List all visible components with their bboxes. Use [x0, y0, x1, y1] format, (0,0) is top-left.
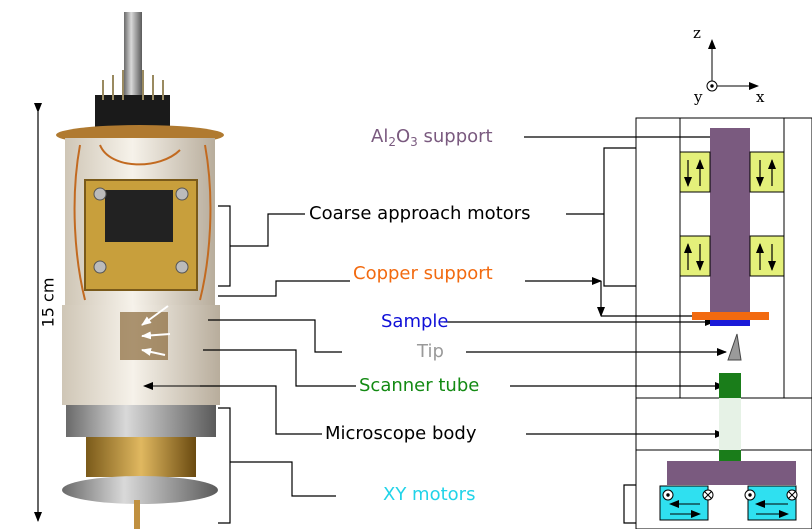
- scanner-tube-top: [719, 373, 741, 398]
- coarse-motors-label: Coarse approach motors: [309, 203, 531, 224]
- brass-motors: [86, 437, 196, 477]
- piezo-arrows: [684, 159, 776, 271]
- xy-motors-label: XY motors: [383, 484, 476, 505]
- right-pointer-arrows: [444, 133, 727, 438]
- axis-y-label: y: [694, 88, 703, 106]
- tip-label: Tip: [417, 341, 444, 362]
- xy-piezo-arrows: [669, 500, 789, 518]
- copper-plate: [692, 312, 769, 320]
- tip-shape: [727, 333, 742, 361]
- bottom-flange-top: [66, 405, 216, 437]
- leader-lines: [200, 147, 636, 524]
- scanner-tube-inner: [719, 398, 741, 450]
- scanner-tube-label: Scanner tube: [359, 375, 480, 396]
- xy-slider: [667, 461, 796, 485]
- al2o3-support-label: Al2O3 support: [371, 126, 493, 149]
- top-shaft: [124, 12, 142, 107]
- xy-piezos: [659, 485, 797, 521]
- xy-piezo-symbols: [662, 489, 798, 501]
- sample-block: [710, 320, 750, 326]
- screws: [93, 187, 189, 274]
- photo-pointer-arrows: [141, 305, 171, 356]
- bottom-flange: [62, 476, 218, 504]
- al2o3-part: Al: [371, 126, 389, 147]
- connector-pins: [102, 70, 164, 100]
- axis-z-label: z: [693, 24, 701, 42]
- schematic: [635, 117, 812, 529]
- axis-x-label: x: [756, 88, 765, 106]
- bottom-pin: [134, 500, 140, 529]
- al2o3-part-o: O: [395, 126, 411, 147]
- axes-indicator: [706, 39, 759, 92]
- scale-label: 15 cm: [38, 277, 58, 328]
- al2o3-part-support: support: [417, 126, 493, 147]
- al2o3-bar: [710, 128, 750, 312]
- al2o3-sub-3: 3: [410, 135, 418, 149]
- sample-label: Sample: [381, 311, 449, 332]
- wiring: [73, 144, 212, 301]
- microscope-body-label: Microscope body: [325, 423, 477, 444]
- copper-support-label: Copper support: [353, 263, 493, 284]
- chip: [105, 190, 173, 242]
- microscope-photo: [56, 12, 224, 529]
- al2o3-sub-2: 2: [388, 135, 396, 149]
- scanner-tube-base: [719, 450, 741, 462]
